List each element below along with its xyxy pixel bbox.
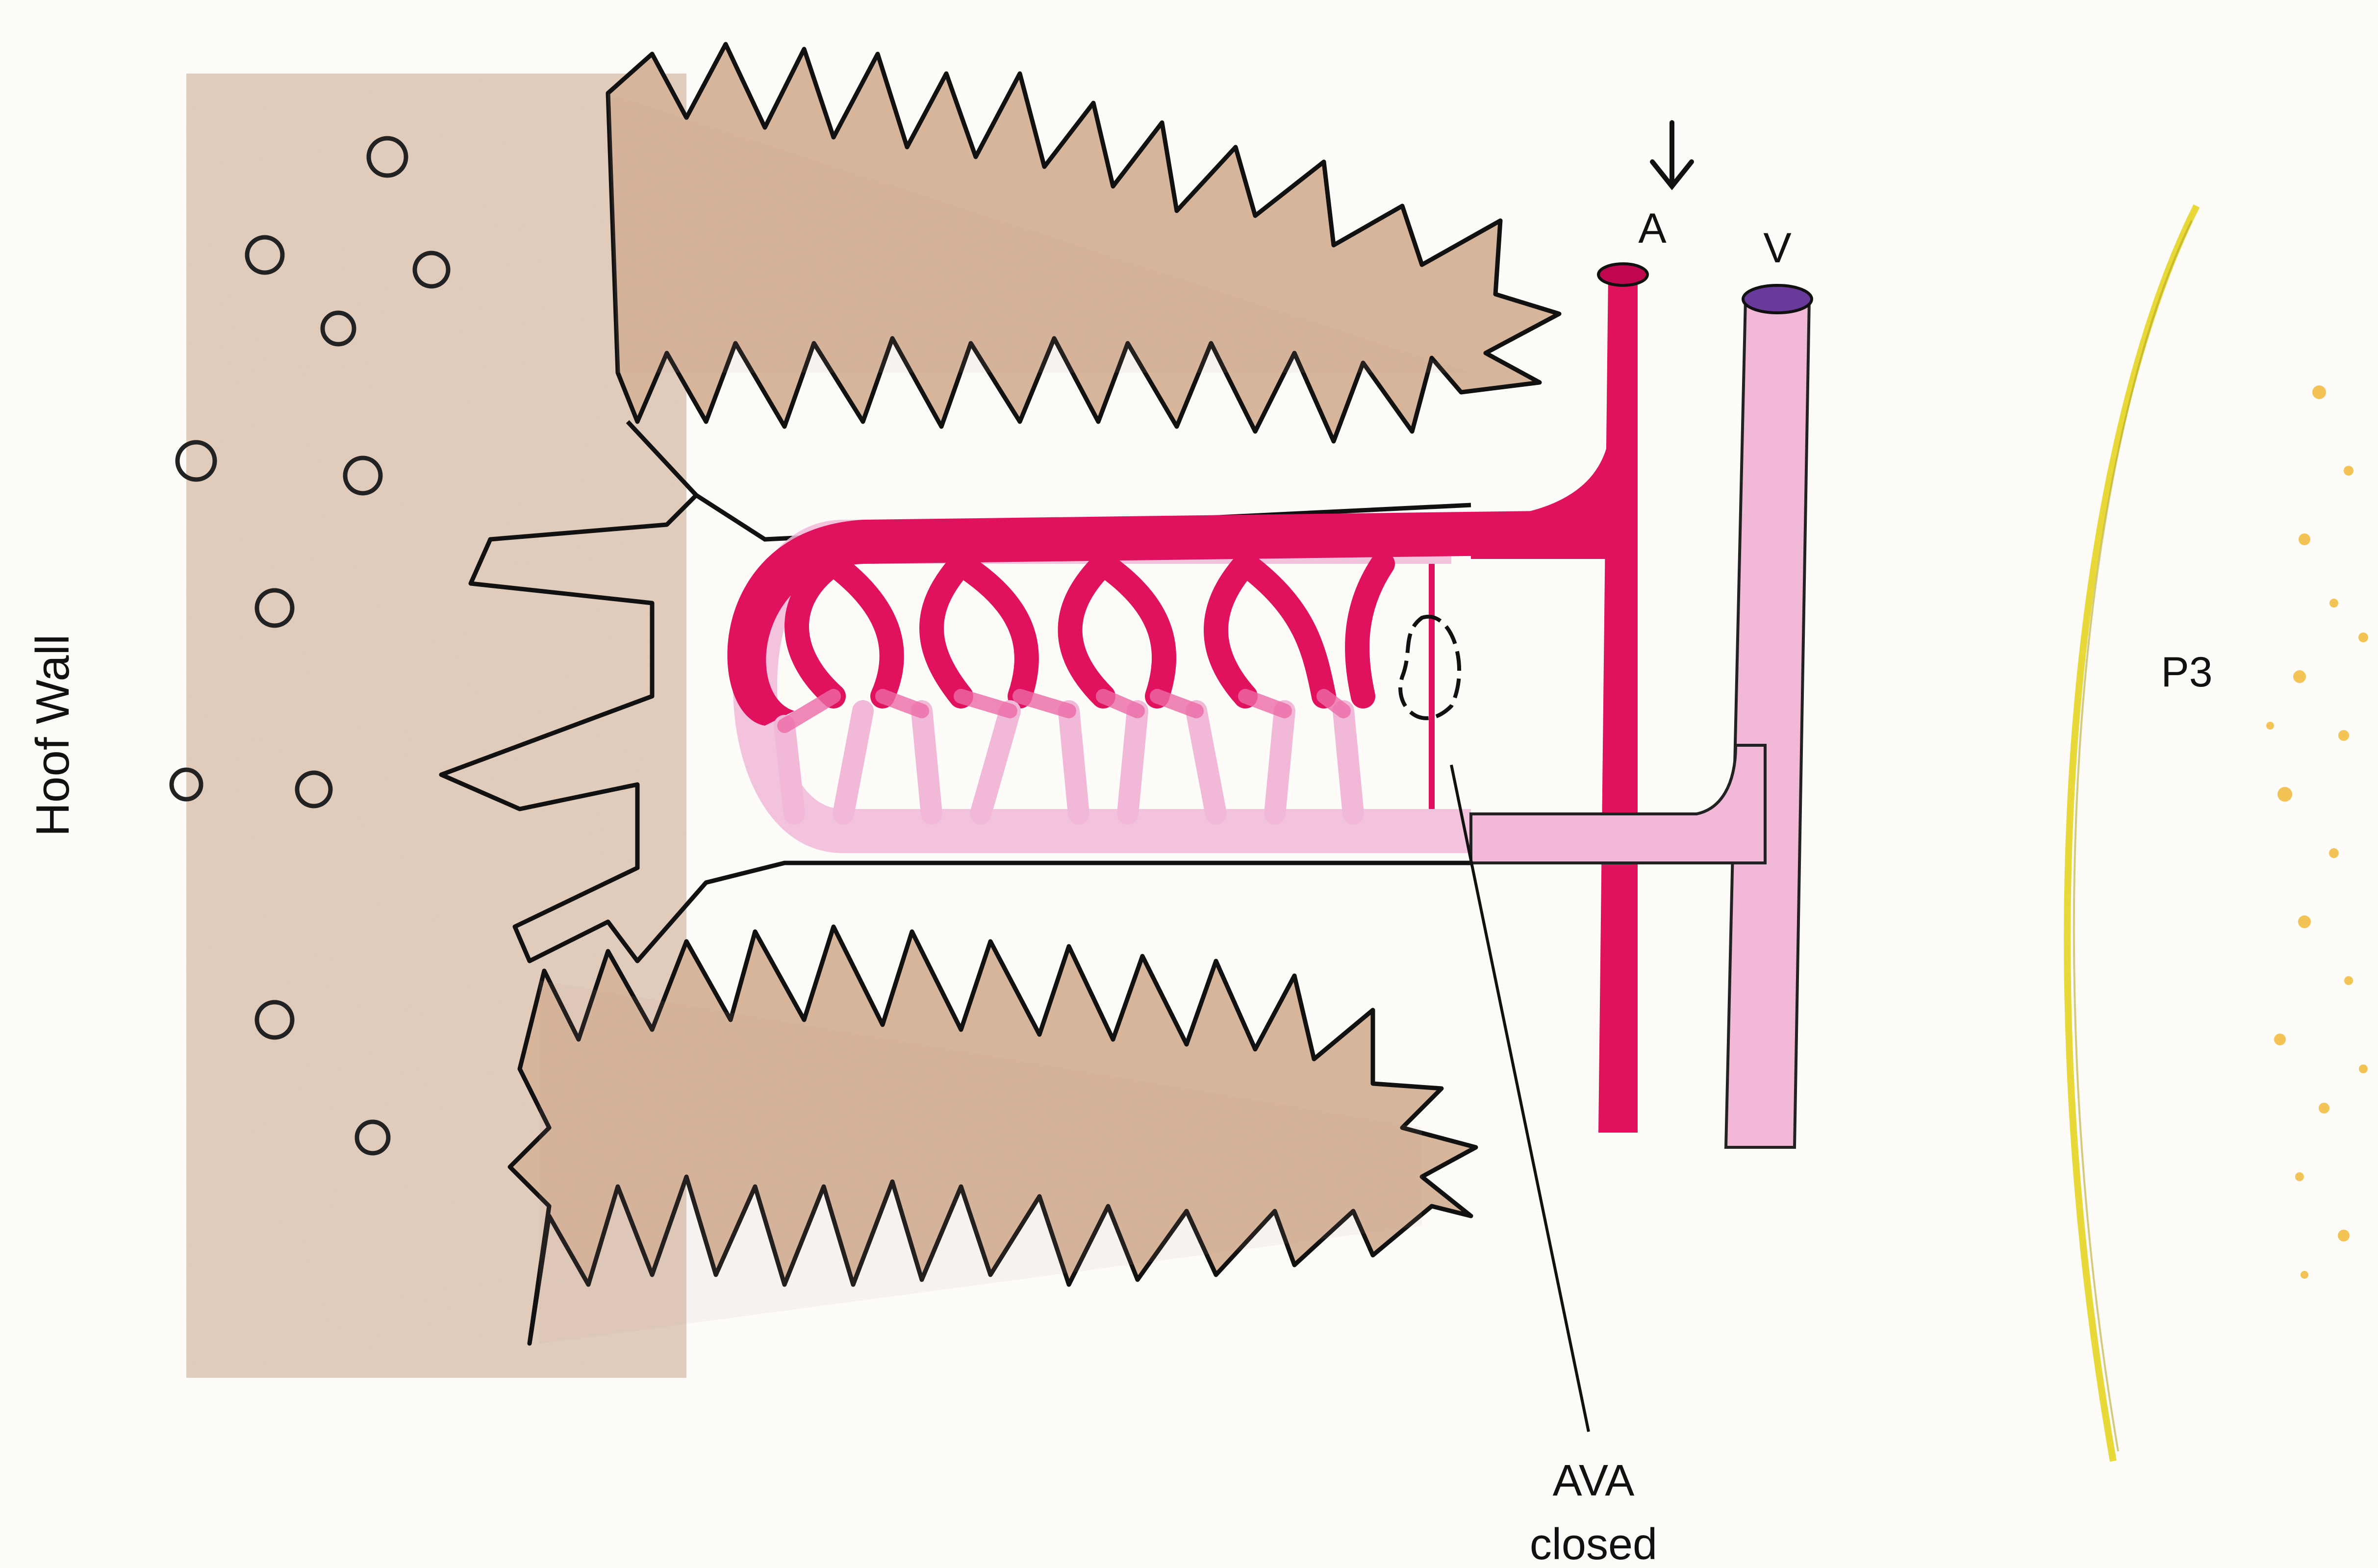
ava-shunt xyxy=(1400,564,1459,809)
upper-lamina xyxy=(608,44,1559,441)
flow-arrow-icon xyxy=(1652,123,1692,186)
hoof-wall-label: Hoof Wall xyxy=(26,634,79,837)
capillary-bed xyxy=(727,510,1618,853)
p3-bone xyxy=(2067,206,2368,1461)
vein-label: V xyxy=(1763,225,1791,272)
ava-leader-line xyxy=(1451,765,1589,1432)
vein-v xyxy=(1471,285,1812,1147)
p3-label: P3 xyxy=(2161,649,2212,696)
artery-a xyxy=(1471,264,1647,1133)
ava-label: AVA xyxy=(1553,1456,1635,1505)
artery-label: A xyxy=(1638,205,1667,252)
ava-closed-label: closed xyxy=(1530,1520,1657,1568)
